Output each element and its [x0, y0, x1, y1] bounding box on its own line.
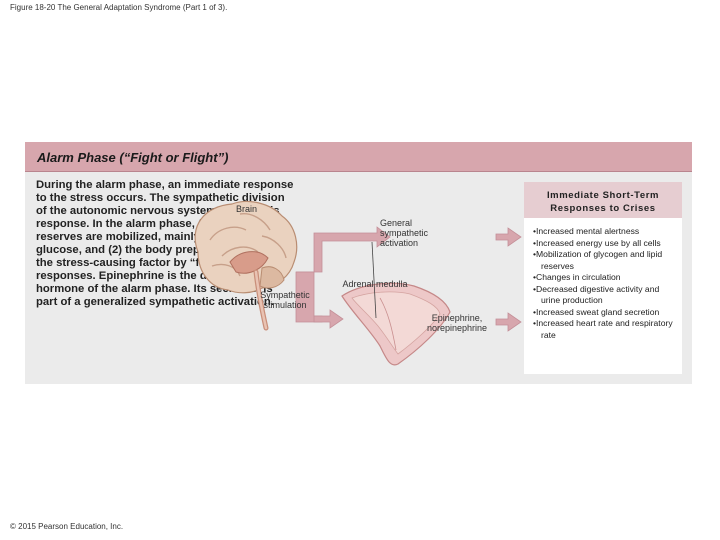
sympathetic-stimulation-label: Sympathetic stimulation: [260, 290, 310, 310]
arrow-to-general-activation: [296, 226, 391, 273]
body-text-keyword: alarm phase: [95, 179, 162, 191]
copyright-notice: © 2015 Pearson Education, Inc.: [10, 522, 124, 531]
general-sympathetic-activation-label: General sympathetic activation: [380, 218, 429, 248]
body-text-intro: During the: [36, 179, 96, 191]
brain-illustration: [194, 200, 298, 331]
alarm-phase-panel: Alarm Phase (“Fight or Flight”) During t…: [25, 142, 692, 384]
response-item: Increased energy use by all cells: [533, 238, 679, 250]
response-item: Increased mental alertness: [533, 226, 679, 238]
panel-title: Alarm Phase (“Fight or Flight”): [37, 150, 229, 165]
arrow-to-adrenal: [313, 309, 344, 329]
responses-list: Increased mental alertness Increased ene…: [533, 226, 679, 341]
adrenal-medulla-label: Adrenal medulla: [342, 279, 408, 289]
responses-title: Immediate Short-Term Responses to Crises: [546, 190, 660, 214]
responses-header: Immediate Short-Term Responses to Crises: [524, 182, 682, 218]
response-item: Increased heart rate and respiratory rat…: [533, 318, 679, 341]
pathway-arrows: [295, 226, 522, 332]
arrow-to-responses-lower: [495, 312, 522, 332]
figure-caption: Figure 18-20 The General Adaptation Synd…: [10, 3, 228, 12]
panel-header: Alarm Phase (“Fight or Flight”): [25, 142, 692, 172]
arrow-to-responses-upper: [495, 227, 522, 247]
alarm-phase-description: During the alarm phase, an immediate res…: [36, 179, 296, 309]
response-item: Mobilization of glycogen and lipid reser…: [533, 249, 679, 272]
epinephrine-label: Epinephrine, norepinephrine: [426, 313, 488, 333]
response-item: Increased sweat gland secretion: [533, 307, 679, 319]
response-item: Decreased digestive activity and urine p…: [533, 284, 679, 307]
adrenal-medulla-illustration: [341, 241, 451, 366]
adrenal-pointer-line: [371, 241, 377, 319]
responses-box: Immediate Short-Term Responses to Crises…: [524, 182, 682, 374]
response-item: Changes in circulation: [533, 272, 679, 284]
brain-label: Brain: [236, 204, 258, 214]
